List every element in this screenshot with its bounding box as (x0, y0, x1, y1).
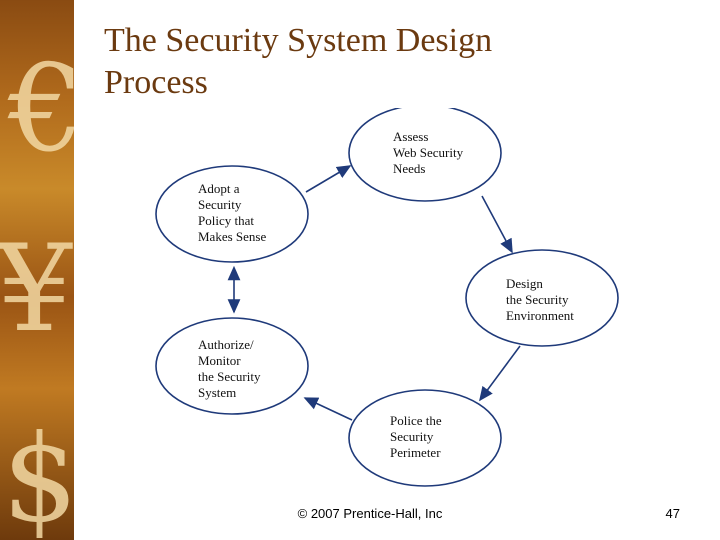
node-design-line-1: Design (506, 276, 543, 291)
process-cycle-diagram: Assess Web Security Needs Design the Sec… (150, 104, 630, 488)
node-authorize-line-3: the Security (198, 369, 261, 384)
node-police-ellipse (348, 389, 502, 487)
slide-title-line-2: Process (104, 64, 208, 101)
node-adopt-ellipse (155, 165, 309, 263)
node-adopt-label: Adopt a Security Policy that Makes Sense (198, 181, 266, 245)
node-police-line-2: Security (390, 429, 434, 444)
slide-title: The Security System Design Process (104, 20, 664, 104)
node-adopt-line-2: Security (198, 197, 242, 212)
node-authorize-line-4: System (198, 385, 237, 400)
node-adopt-line-3: Policy that (198, 213, 254, 228)
node-assess-line-2: Web Security (393, 145, 464, 160)
node-assess-label: Assess Web Security Needs (393, 129, 463, 177)
page-number: 47 (665, 506, 680, 521)
node-adopt-line-4: Makes Sense (198, 229, 267, 244)
arrow-design-to-police (479, 345, 521, 402)
node-police-line-1: Police the (390, 413, 442, 428)
node-design-line-3: Environment (506, 308, 574, 323)
yen-symbol: ¥ (0, 220, 73, 359)
dollar-symbol: $ (2, 410, 74, 540)
node-assess-line-3: Needs (393, 161, 426, 176)
arrow-police-to-authorize (303, 397, 353, 421)
arrow-assess-to-design (481, 195, 513, 254)
copyright-footer: © 2007 Prentice-Hall, Inc (297, 506, 443, 521)
slide-title-line-1: The Security System Design (104, 22, 493, 59)
process-cycle-graphic (155, 104, 619, 487)
node-design-label: Design the Security Environment (506, 276, 574, 324)
arrow-adopt-to-assess (305, 165, 352, 193)
node-adopt-line-1: Adopt a (198, 181, 240, 196)
node-police-line-3: Perimeter (390, 445, 441, 460)
node-authorize-ellipse (155, 317, 309, 415)
node-design-line-2: the Security (506, 292, 569, 307)
node-authorize-line-2: Monitor (198, 353, 241, 368)
node-authorize-label: Authorize/ Monitor the Security System (198, 337, 260, 401)
node-police-label: Police the Security Perimeter (390, 413, 442, 461)
node-assess-line-1: Assess (393, 129, 429, 144)
currency-symbols-graphic: € ¥ $ (0, 40, 74, 540)
node-authorize-line-1: Authorize/ (198, 337, 254, 352)
decorative-currency-banner: € ¥ $ (0, 0, 74, 540)
euro-symbol: € (7, 40, 74, 179)
node-design-ellipse (465, 249, 619, 347)
